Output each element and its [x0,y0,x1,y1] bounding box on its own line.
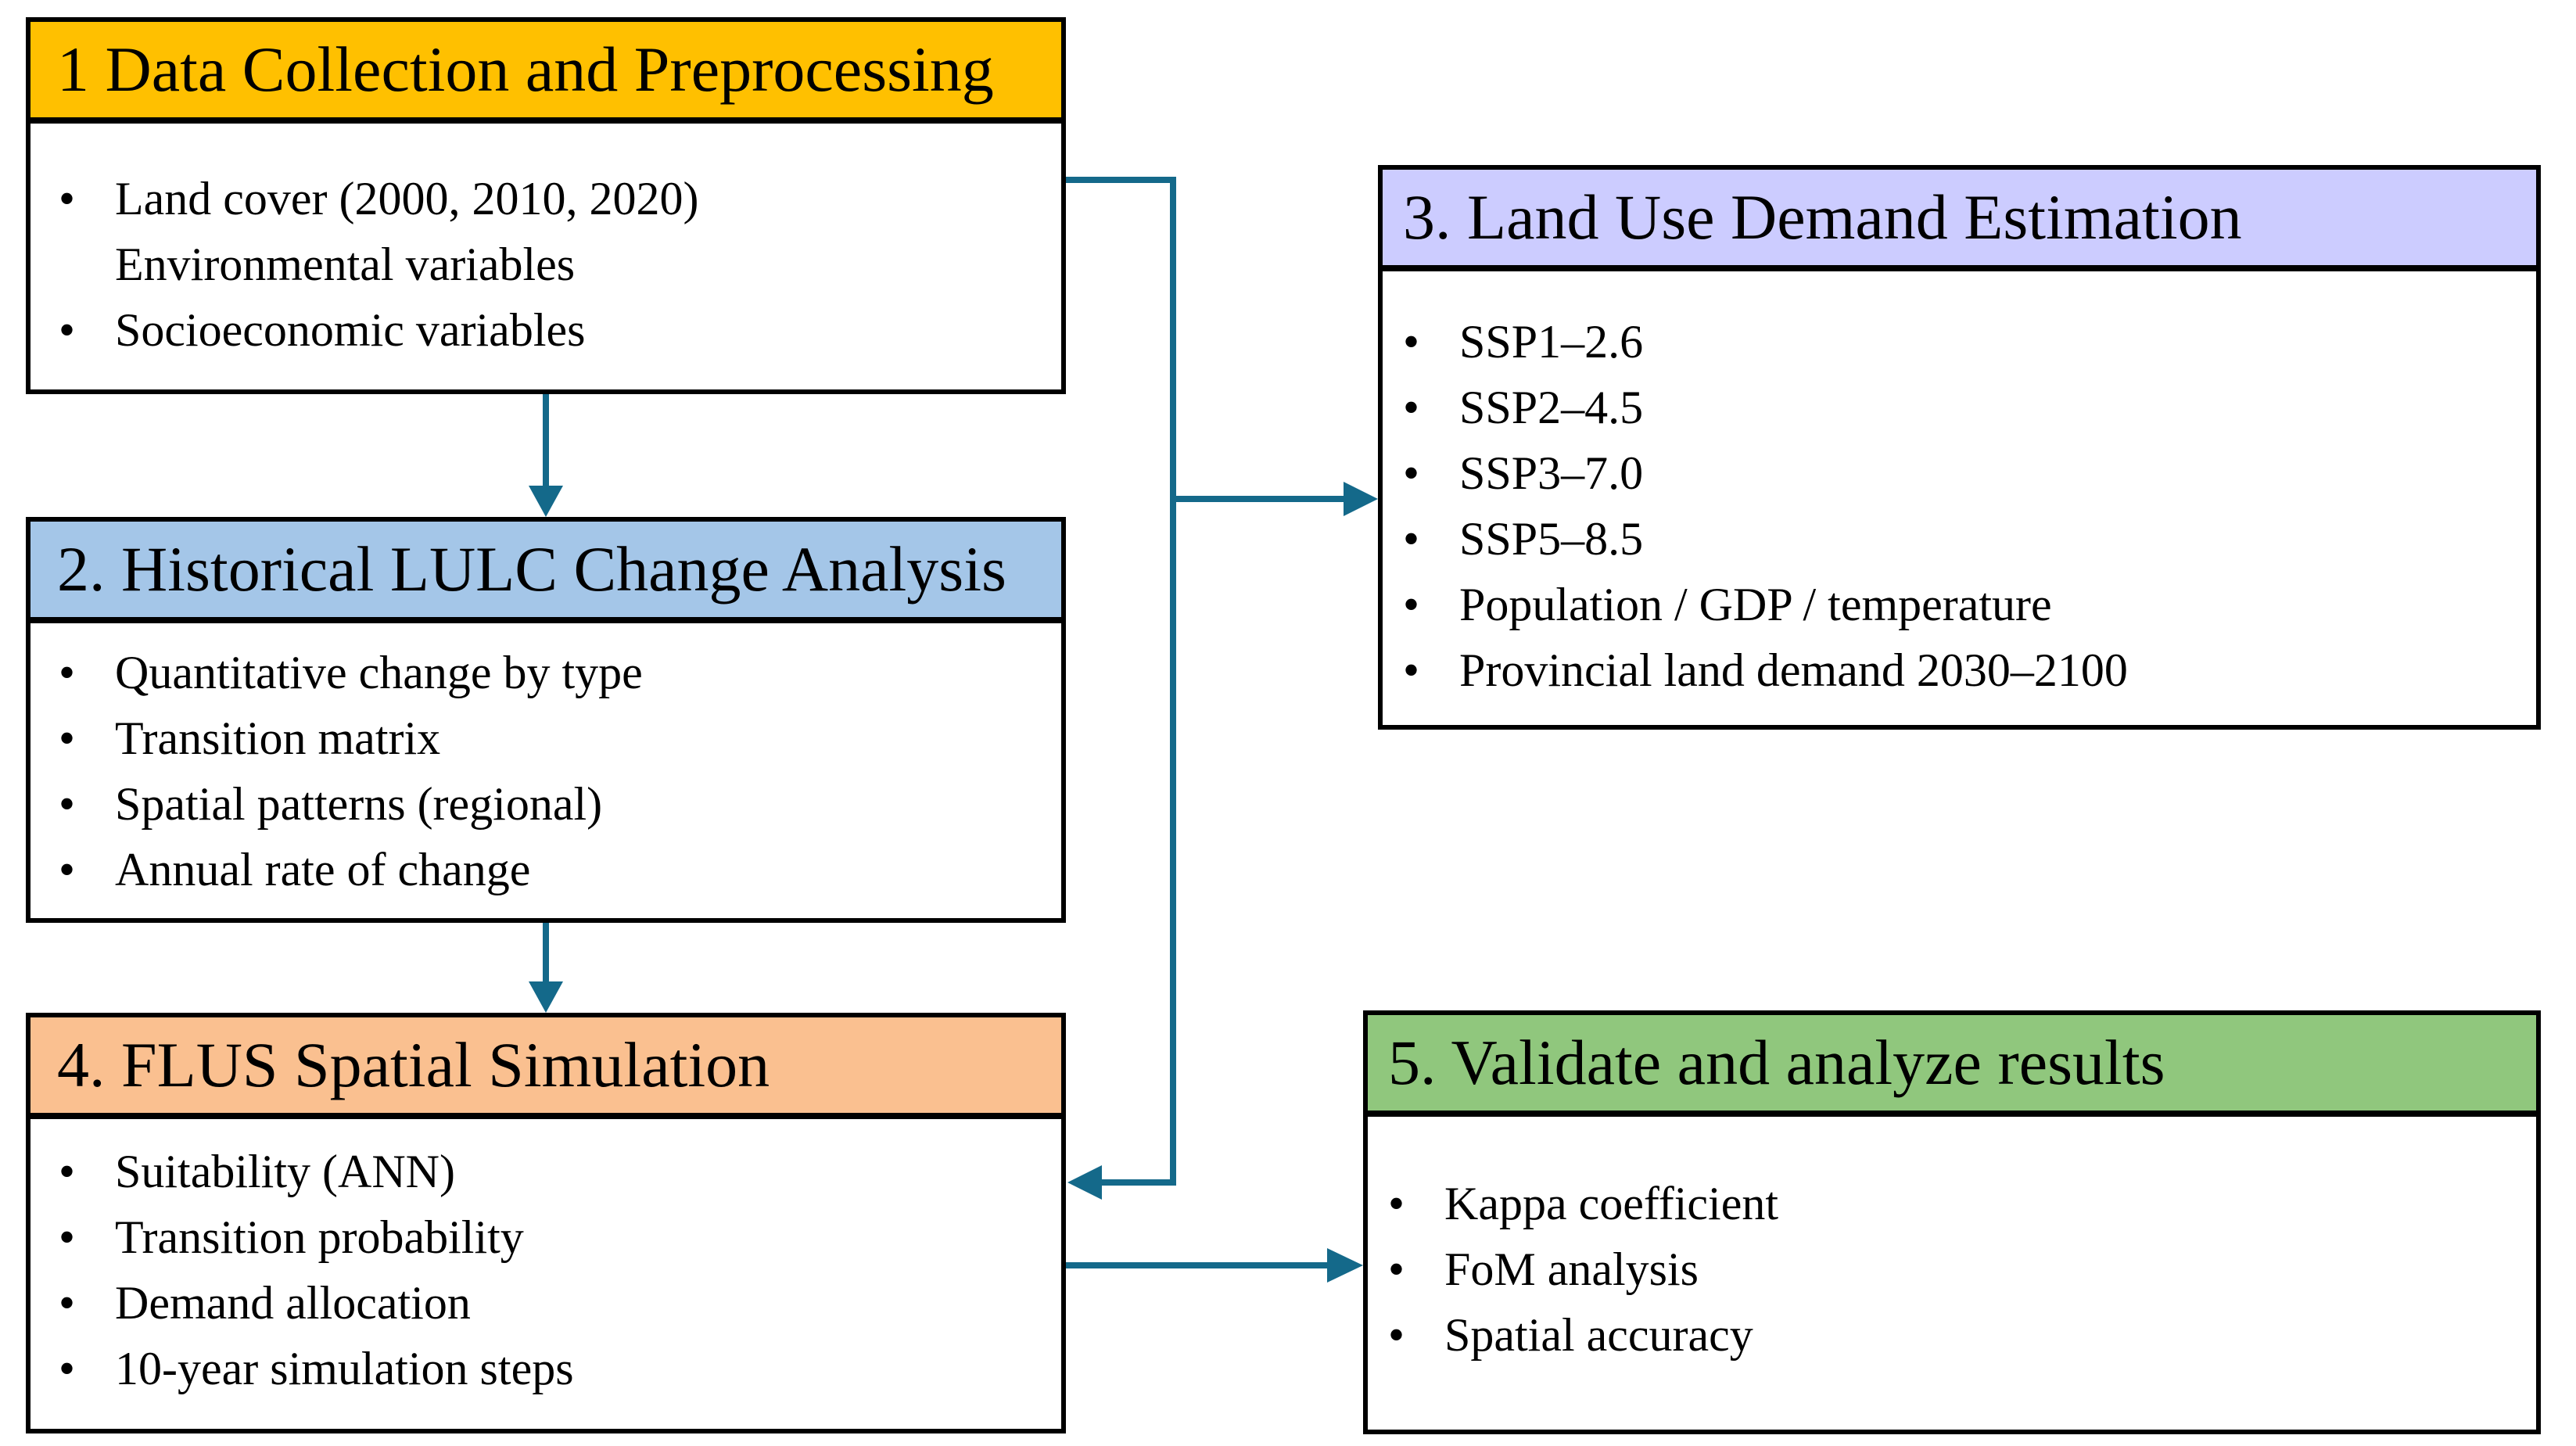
list-item: Environmental variables [30,231,1061,297]
bullet-icon: • [1403,513,1420,565]
bullet-icon: • [1403,447,1420,499]
list-item: • Spatial accuracy [1368,1302,2536,1368]
box-1-header: 1 Data Collection and Preprocessing [30,22,1061,124]
list-item: • SSP1–2.6 [1383,309,2536,375]
box-1-list: • Land cover (2000, 2010, 2020) Environm… [30,124,1061,363]
item-text: SSP1–2.6 [1459,316,1644,368]
bullet-icon: • [1388,1178,1405,1229]
list-item: • Land cover (2000, 2010, 2020) [30,166,1061,231]
item-text: Kappa coefficient [1444,1178,1779,1229]
item-text: Socioeconomic variables [115,304,586,356]
box-3-list: • SSP1–2.6 • SSP2–4.5 • SSP3–7.0 • SSP5–… [1383,271,2536,703]
bullet-icon: • [1403,579,1420,630]
list-item: • Population / GDP / temperature [1383,572,2536,637]
arrow-box1-box4-elbow-line [1066,177,1176,1186]
bullet-icon: • [59,712,76,764]
bullet-icon: • [59,304,76,356]
box-3-land-use-demand-estimation: 3. Land Use Demand Estimation • SSP1–2.6… [1378,165,2541,730]
item-text: Provincial land demand 2030–2100 [1459,644,2128,696]
list-item: • SSP3–7.0 [1383,440,2536,506]
box-2-header: 2. Historical LULC Change Analysis [30,522,1061,623]
list-item: • Socioeconomic variables [30,297,1061,363]
list-item: • Transition matrix [30,705,1061,771]
bullet-icon: • [59,844,76,895]
list-item: • Kappa coefficient [1368,1171,2536,1236]
item-text: Suitability (ANN) [115,1146,455,1197]
box-4-title: 4. FLUS Spatial Simulation [57,1029,770,1100]
arrow-box1-box3-head [1344,482,1378,516]
box-4-header: 4. FLUS Spatial Simulation [30,1017,1061,1119]
bullet-icon: • [59,1277,76,1329]
list-item: • Spatial patterns (regional) [30,771,1061,837]
bullet-icon: • [59,173,76,224]
item-text: SSP3–7.0 [1459,447,1644,499]
item-text: Population / GDP / temperature [1459,579,2052,630]
box-3-header: 3. Land Use Demand Estimation [1383,170,2536,271]
list-item: • SSP5–8.5 [1383,506,2536,572]
box-4-flus-spatial-simulation: 4. FLUS Spatial Simulation • Suitability… [26,1013,1066,1433]
item-text: Spatial patterns (regional) [115,778,603,830]
item-text: Quantitative change by type [115,647,643,698]
list-item: • Suitability (ANN) [30,1139,1061,1204]
list-item: • FoM analysis [1368,1236,2536,1302]
list-item: • Provincial land demand 2030–2100 [1383,637,2536,703]
box-1-data-collection: 1 Data Collection and Preprocessing • La… [26,17,1066,394]
bullet-icon: • [1388,1309,1405,1361]
arrow-box1-box2-head [529,486,563,517]
bullet-icon: • [59,647,76,698]
bullet-icon: • [1403,382,1420,433]
item-text: Annual rate of change [115,844,531,895]
arrow-box1-box4-head [1067,1165,1102,1200]
bullet-icon: • [59,1343,76,1394]
box-2-title: 2. Historical LULC Change Analysis [57,533,1006,605]
list-item: • Annual rate of change [30,837,1061,902]
list-item: • Transition probability [30,1204,1061,1270]
list-item: • SSP2–4.5 [1383,375,2536,440]
list-item: • Quantitative change by type [30,640,1061,705]
list-item: • Demand allocation [30,1270,1061,1336]
item-text: Environmental variables [115,239,576,290]
item-text: SSP5–8.5 [1459,513,1644,565]
box-3-title: 3. Land Use Demand Estimation [1403,181,2242,253]
item-text: Demand allocation [115,1277,471,1329]
item-text: Transition matrix [115,712,441,764]
bullet-icon: • [1403,316,1420,368]
item-text: Transition probability [115,1211,524,1263]
item-text: FoM analysis [1444,1243,1699,1295]
item-text: 10-year simulation steps [115,1343,574,1394]
item-text: Spatial accuracy [1444,1309,1753,1361]
bullet-icon: • [59,1211,76,1263]
bullet-icon: • [1403,644,1420,696]
bullet-icon: • [1388,1243,1405,1295]
list-item: • 10-year simulation steps [30,1336,1061,1401]
arrow-box2-box4-head [529,981,563,1013]
box-2-list: • Quantitative change by type • Transiti… [30,623,1061,902]
item-text: Land cover (2000, 2010, 2020) [115,173,699,224]
bullet-icon: • [59,778,76,830]
box-1-title: 1 Data Collection and Preprocessing [57,34,994,105]
box-5-list: • Kappa coefficient • FoM analysis • Spa… [1368,1117,2536,1368]
box-5-header: 5. Validate and analyze results [1368,1015,2536,1117]
box-4-list: • Suitability (ANN) • Transition probabi… [30,1119,1061,1401]
box-2-historical-lulc-analysis: 2. Historical LULC Change Analysis • Qua… [26,517,1066,923]
item-text: SSP2–4.5 [1459,382,1644,433]
bullet-icon: • [59,1146,76,1197]
box-5-title: 5. Validate and analyze results [1388,1027,2165,1098]
box-5-validate-and-analyze: 5. Validate and analyze results • Kappa … [1363,1010,2541,1434]
arrow-box4-box5-head [1327,1248,1363,1283]
